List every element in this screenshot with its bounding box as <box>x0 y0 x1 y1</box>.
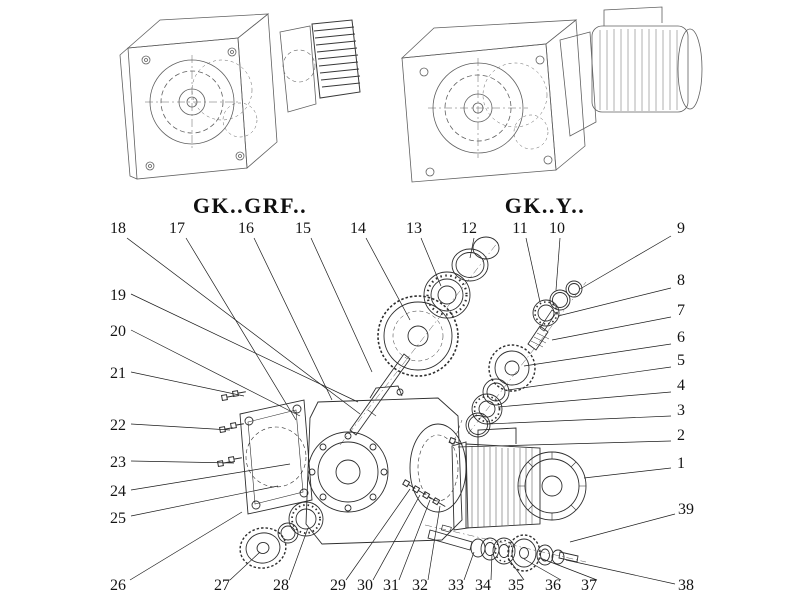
part-number-18: 18 <box>110 220 126 237</box>
part-number-22: 22 <box>110 417 126 434</box>
part-number-37: 37 <box>581 577 597 594</box>
part-number-23: 23 <box>110 454 126 471</box>
part-number-6: 6 <box>677 329 685 346</box>
part-number-34: 34 <box>475 577 491 594</box>
part-number-24: 24 <box>110 483 126 500</box>
part-number-29: 29 <box>330 577 346 594</box>
lower-bearing <box>277 501 324 544</box>
output-shaft-assembly <box>427 524 579 572</box>
large-bearing <box>423 271 471 319</box>
part-number-10: 10 <box>549 220 565 237</box>
exploded-view <box>217 236 587 572</box>
electric-motor <box>448 427 587 531</box>
part-number-27: 27 <box>214 577 230 594</box>
part-number-38: 38 <box>678 577 694 594</box>
part-number-36: 36 <box>545 577 561 594</box>
part-number-9: 9 <box>677 220 685 237</box>
model-label-gk-grf: GK..GRF.. <box>192 193 308 218</box>
retaining-rings-upper <box>451 236 500 282</box>
part-number-1: 1 <box>677 455 685 472</box>
part-number-15: 15 <box>295 220 311 237</box>
part-number-21: 21 <box>110 365 126 382</box>
part-number-39: 39 <box>678 501 694 518</box>
large-helical-gear <box>377 295 459 377</box>
leader-lines <box>126 235 676 585</box>
part-number-3: 3 <box>677 402 685 419</box>
pinion-shaft-assembly <box>527 280 583 351</box>
intermediate-gear <box>488 344 536 392</box>
part-number-4: 4 <box>677 377 685 394</box>
motor-mount-bolts <box>402 479 448 510</box>
part-number-33: 33 <box>448 577 464 594</box>
part-number-13: 13 <box>406 220 422 237</box>
part-number-31: 31 <box>383 577 399 594</box>
part-number-12: 12 <box>461 220 477 237</box>
assembly-axes <box>339 241 587 563</box>
part-number-7: 7 <box>677 302 685 319</box>
part-number-30: 30 <box>357 577 373 594</box>
assembled-gearbox-grf-drawing <box>119 13 361 180</box>
part-number-32: 32 <box>412 577 428 594</box>
part-number-20: 20 <box>110 323 126 340</box>
model-label-gk-y: GK..Y.. <box>504 193 586 218</box>
part-number-17: 17 <box>169 220 185 237</box>
gearbox-housing <box>305 385 467 545</box>
part-number-14: 14 <box>350 220 366 237</box>
flange-bolts <box>217 388 247 467</box>
part-number-35: 35 <box>508 577 524 594</box>
input-shaft <box>349 353 411 436</box>
part-number-19: 19 <box>110 287 126 304</box>
part-number-16: 16 <box>238 220 254 237</box>
part-number-26: 26 <box>110 577 126 594</box>
assembled-gearbox-y-drawing <box>400 6 703 183</box>
part-number-8: 8 <box>677 272 685 289</box>
part-number-28: 28 <box>273 577 289 594</box>
part-number-25: 25 <box>110 510 126 527</box>
mounting-flange-plate <box>239 399 313 515</box>
part-number-11: 11 <box>512 220 528 237</box>
part-number-5: 5 <box>677 352 685 369</box>
lower-gear <box>239 527 287 569</box>
part-number-2: 2 <box>677 427 685 444</box>
